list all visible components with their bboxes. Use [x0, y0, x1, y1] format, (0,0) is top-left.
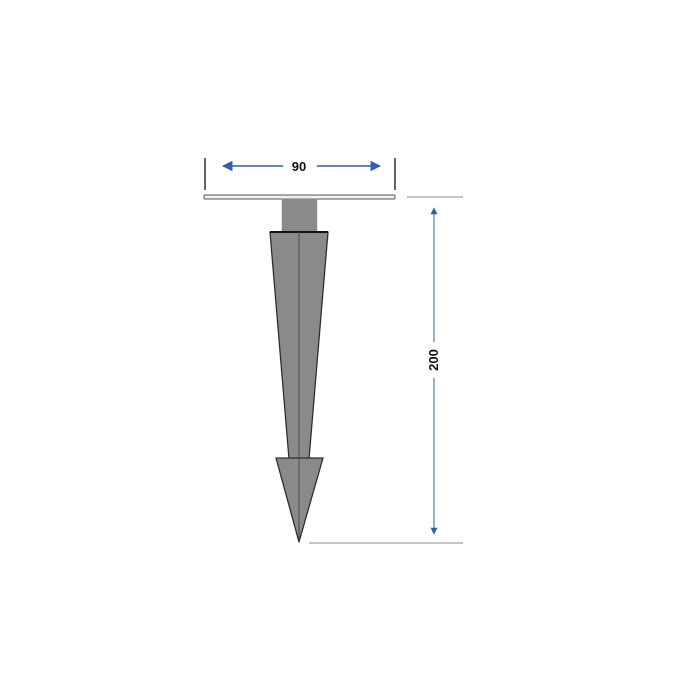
height-dimension-label: 200	[426, 349, 441, 371]
spike-neck	[281, 198, 318, 233]
width-dimension-label: 90	[292, 159, 306, 174]
top-plate	[203, 194, 396, 200]
